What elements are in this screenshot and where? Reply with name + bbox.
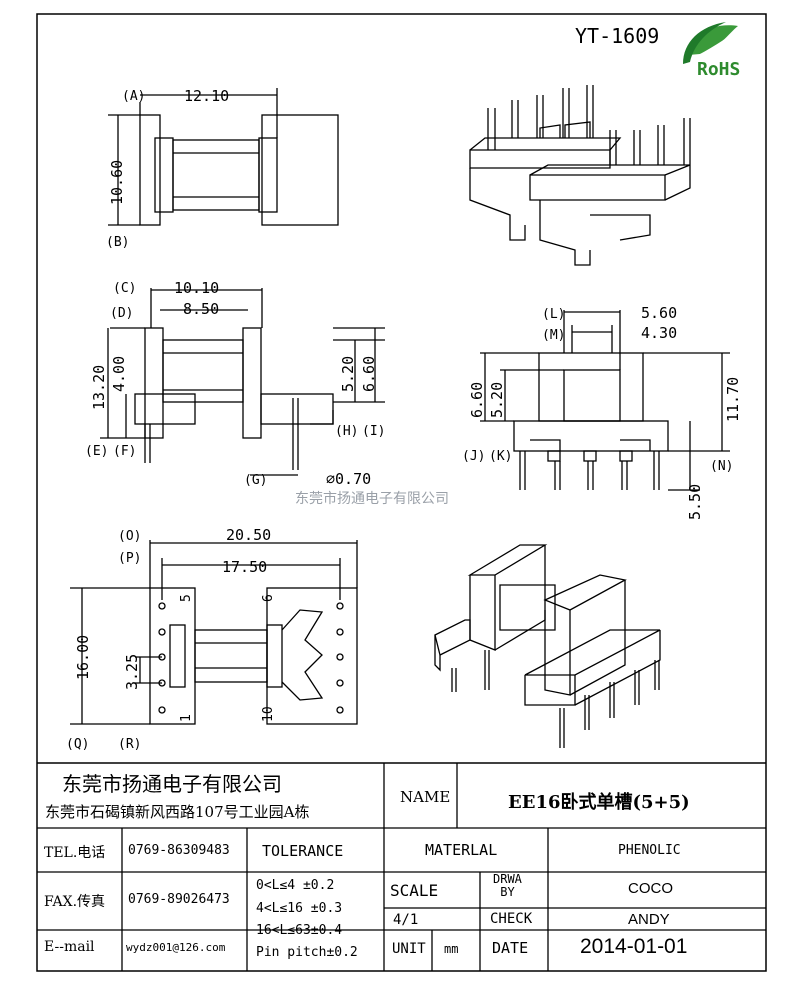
material-value: PHENOLIC <box>618 843 681 858</box>
company-address: 东莞市石碣镇新风西路107号工业园A栋 <box>45 803 310 821</box>
dim-j: 6.60 <box>468 382 486 418</box>
drawn-by-value: COCO <box>628 880 673 897</box>
tolerance-label: TOLERANCE <box>262 842 344 860</box>
fax-label: FAX.传真 <box>44 894 106 910</box>
drawn-by-label: DRWA BY <box>493 872 522 899</box>
dim-e: 4.00 <box>110 356 128 392</box>
label-o: (O) <box>118 529 141 544</box>
tel-value: 0769-86309483 <box>128 843 230 858</box>
label-n: (N) <box>710 459 733 474</box>
dim-pin-dia: ⌀0.70 <box>326 470 371 488</box>
top-view <box>108 88 339 226</box>
dim-h: 5.20 <box>339 356 357 392</box>
unit-value: mm <box>444 942 459 956</box>
dim-n: 11.70 <box>724 377 742 422</box>
isometric-view-top <box>469 85 691 266</box>
company-name: 东莞市扬通电子有限公司 <box>62 772 282 796</box>
pin-label-10: 10 <box>261 706 276 722</box>
part-number: YT-1609 <box>575 24 659 48</box>
label-m: (M) <box>542 328 565 343</box>
dim-l: 5.60 <box>641 304 677 322</box>
label-e: (E) <box>85 444 108 459</box>
fax-value: 0769-89026473 <box>128 892 230 907</box>
label-g: (G) <box>244 473 267 488</box>
label-p: (P) <box>118 551 141 566</box>
label-j: (J) <box>462 449 485 464</box>
dim-pin-len: 5.50 <box>686 484 704 520</box>
scale-value: 4/1 <box>393 912 419 928</box>
label-d: (D) <box>110 306 133 321</box>
pin-label-6: 6 <box>261 594 276 602</box>
dim-top-width: 12.10 <box>184 87 229 105</box>
dim-k: 5.20 <box>488 382 506 418</box>
email-value: wydz001@126.com <box>126 941 226 954</box>
date-label: DATE <box>492 939 529 957</box>
rohs-logo: RoHS <box>683 22 741 80</box>
pin-label-1: 1 <box>179 714 194 722</box>
part-name: EE16卧式单槽(5+5) <box>508 792 690 813</box>
label-a: (A) <box>122 89 145 104</box>
unit-label: UNIT <box>392 941 426 957</box>
dim-d: 8.50 <box>183 300 219 318</box>
check-value: ANDY <box>628 911 670 928</box>
tolerance-row-4: Pin pitch±0.2 <box>256 945 358 960</box>
label-l: (L) <box>542 307 565 322</box>
svg-text:RoHS: RoHS <box>697 59 740 80</box>
label-r: (R) <box>118 737 141 752</box>
label-c: (C) <box>113 281 136 296</box>
scale-label: SCALE <box>390 881 439 900</box>
dim-i: 6.60 <box>360 356 378 392</box>
side-view <box>100 288 385 476</box>
dim-p: 17.50 <box>222 558 267 576</box>
date-value: 2014-01-01 <box>580 935 688 958</box>
dim-c: 10.10 <box>174 279 219 297</box>
check-label: CHECK <box>490 911 533 927</box>
watermark: 东莞市扬通电子有限公司 <box>295 490 449 507</box>
dim-o: 20.50 <box>226 526 271 544</box>
dim-top-height: 10.60 <box>108 160 126 205</box>
tolerance-row-3: 16<L≤63±0.4 <box>256 923 343 938</box>
dim-r: 3.25 <box>123 654 141 690</box>
dim-m: 4.30 <box>641 324 677 342</box>
label-h: (H) <box>335 424 358 439</box>
dim-h-total: 13.20 <box>90 365 108 410</box>
name-label: NAME <box>400 788 451 806</box>
label-b: (B) <box>106 235 129 250</box>
pin-label-5: 5 <box>179 594 194 602</box>
label-i: (I) <box>362 424 385 439</box>
tolerance-row-1: 0<L≤4 ±0.2 <box>256 878 335 893</box>
label-q: (Q) <box>66 737 89 752</box>
tel-label: TEL.电话 <box>44 845 106 861</box>
title-block-grid <box>37 763 766 971</box>
material-label: MATERLAL <box>425 841 498 859</box>
label-f: (F) <box>113 444 136 459</box>
tolerance-row-2: 4<L≤16 ±0.3 <box>256 901 343 916</box>
label-k: (K) <box>489 449 512 464</box>
front-view <box>480 310 730 491</box>
sheet-border <box>36 13 767 972</box>
bottom-view <box>70 540 358 725</box>
email-label: E--mail <box>44 939 95 955</box>
dim-q: 16.00 <box>74 635 92 680</box>
isometric-view-bottom <box>434 544 661 748</box>
